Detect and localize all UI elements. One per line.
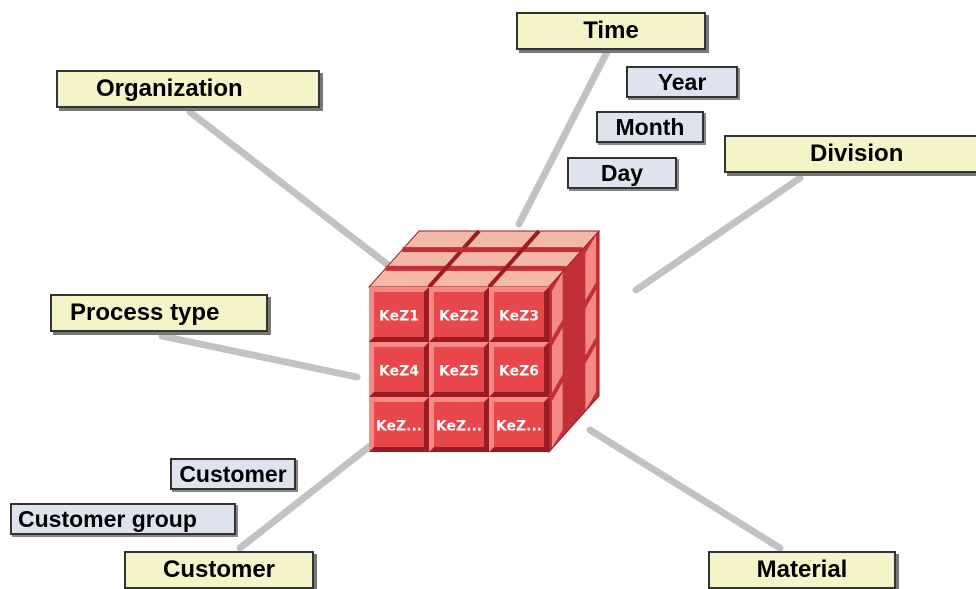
cube-cell-label: KeZ1 bbox=[379, 309, 419, 325]
cube-cell-face bbox=[494, 402, 544, 447]
cube-cell-label: KeZ6 bbox=[499, 364, 539, 380]
cube-side-cell bbox=[568, 308, 580, 375]
cube-side-cell bbox=[585, 235, 596, 301]
dimension-division: Division bbox=[724, 135, 976, 173]
dimension-organization: Organization bbox=[56, 70, 320, 108]
cube-cell-face bbox=[374, 347, 424, 392]
cube-cell-label: KeZ2 bbox=[439, 309, 479, 325]
cube-side-cell bbox=[568, 363, 580, 430]
level-year: Year bbox=[626, 66, 738, 98]
level-day: Day bbox=[567, 157, 677, 189]
connector-division bbox=[632, 174, 804, 294]
dimension-process-type: Process type bbox=[50, 294, 268, 332]
cube-cell-face bbox=[494, 347, 544, 392]
cube-top-divider bbox=[427, 229, 481, 289]
level-customer-group: Customer group bbox=[10, 503, 236, 535]
cube-cell-label: KeZ5 bbox=[439, 364, 479, 380]
dimension-customer: Customer bbox=[124, 551, 314, 589]
connector-organization bbox=[186, 108, 396, 272]
dimension-time: Time bbox=[516, 12, 706, 50]
cube-cell-face bbox=[374, 292, 424, 337]
cube-top-divider bbox=[487, 229, 541, 289]
cube-cell-face bbox=[494, 292, 544, 337]
cube-side-cell bbox=[568, 253, 580, 320]
cube-cell-label: KeZ... bbox=[376, 419, 422, 435]
cube-cell-face bbox=[374, 402, 424, 447]
cube-cell-face bbox=[434, 292, 484, 337]
cube-side-cell bbox=[552, 327, 563, 393]
cube-cell-label: KeZ... bbox=[496, 419, 542, 435]
cube-side-cell bbox=[585, 290, 596, 356]
cube-cell-label: KeZ3 bbox=[499, 309, 539, 325]
cube-cell-label: KeZ4 bbox=[379, 364, 419, 380]
cube-side-cell bbox=[552, 382, 563, 448]
cube-cell-label: KeZ... bbox=[436, 419, 482, 435]
connector-process-type bbox=[158, 332, 361, 381]
connector-time bbox=[515, 48, 611, 228]
dimension-material: Material bbox=[708, 551, 896, 589]
level-month: Month bbox=[596, 111, 704, 143]
level-customer: Customer bbox=[170, 458, 296, 490]
cube-cell-face bbox=[434, 347, 484, 392]
connector-customer bbox=[236, 442, 374, 552]
connector-material bbox=[586, 426, 784, 552]
cube-side-cell bbox=[585, 345, 596, 411]
cube-side-cell bbox=[552, 272, 563, 338]
cube-cell-face bbox=[434, 402, 484, 447]
